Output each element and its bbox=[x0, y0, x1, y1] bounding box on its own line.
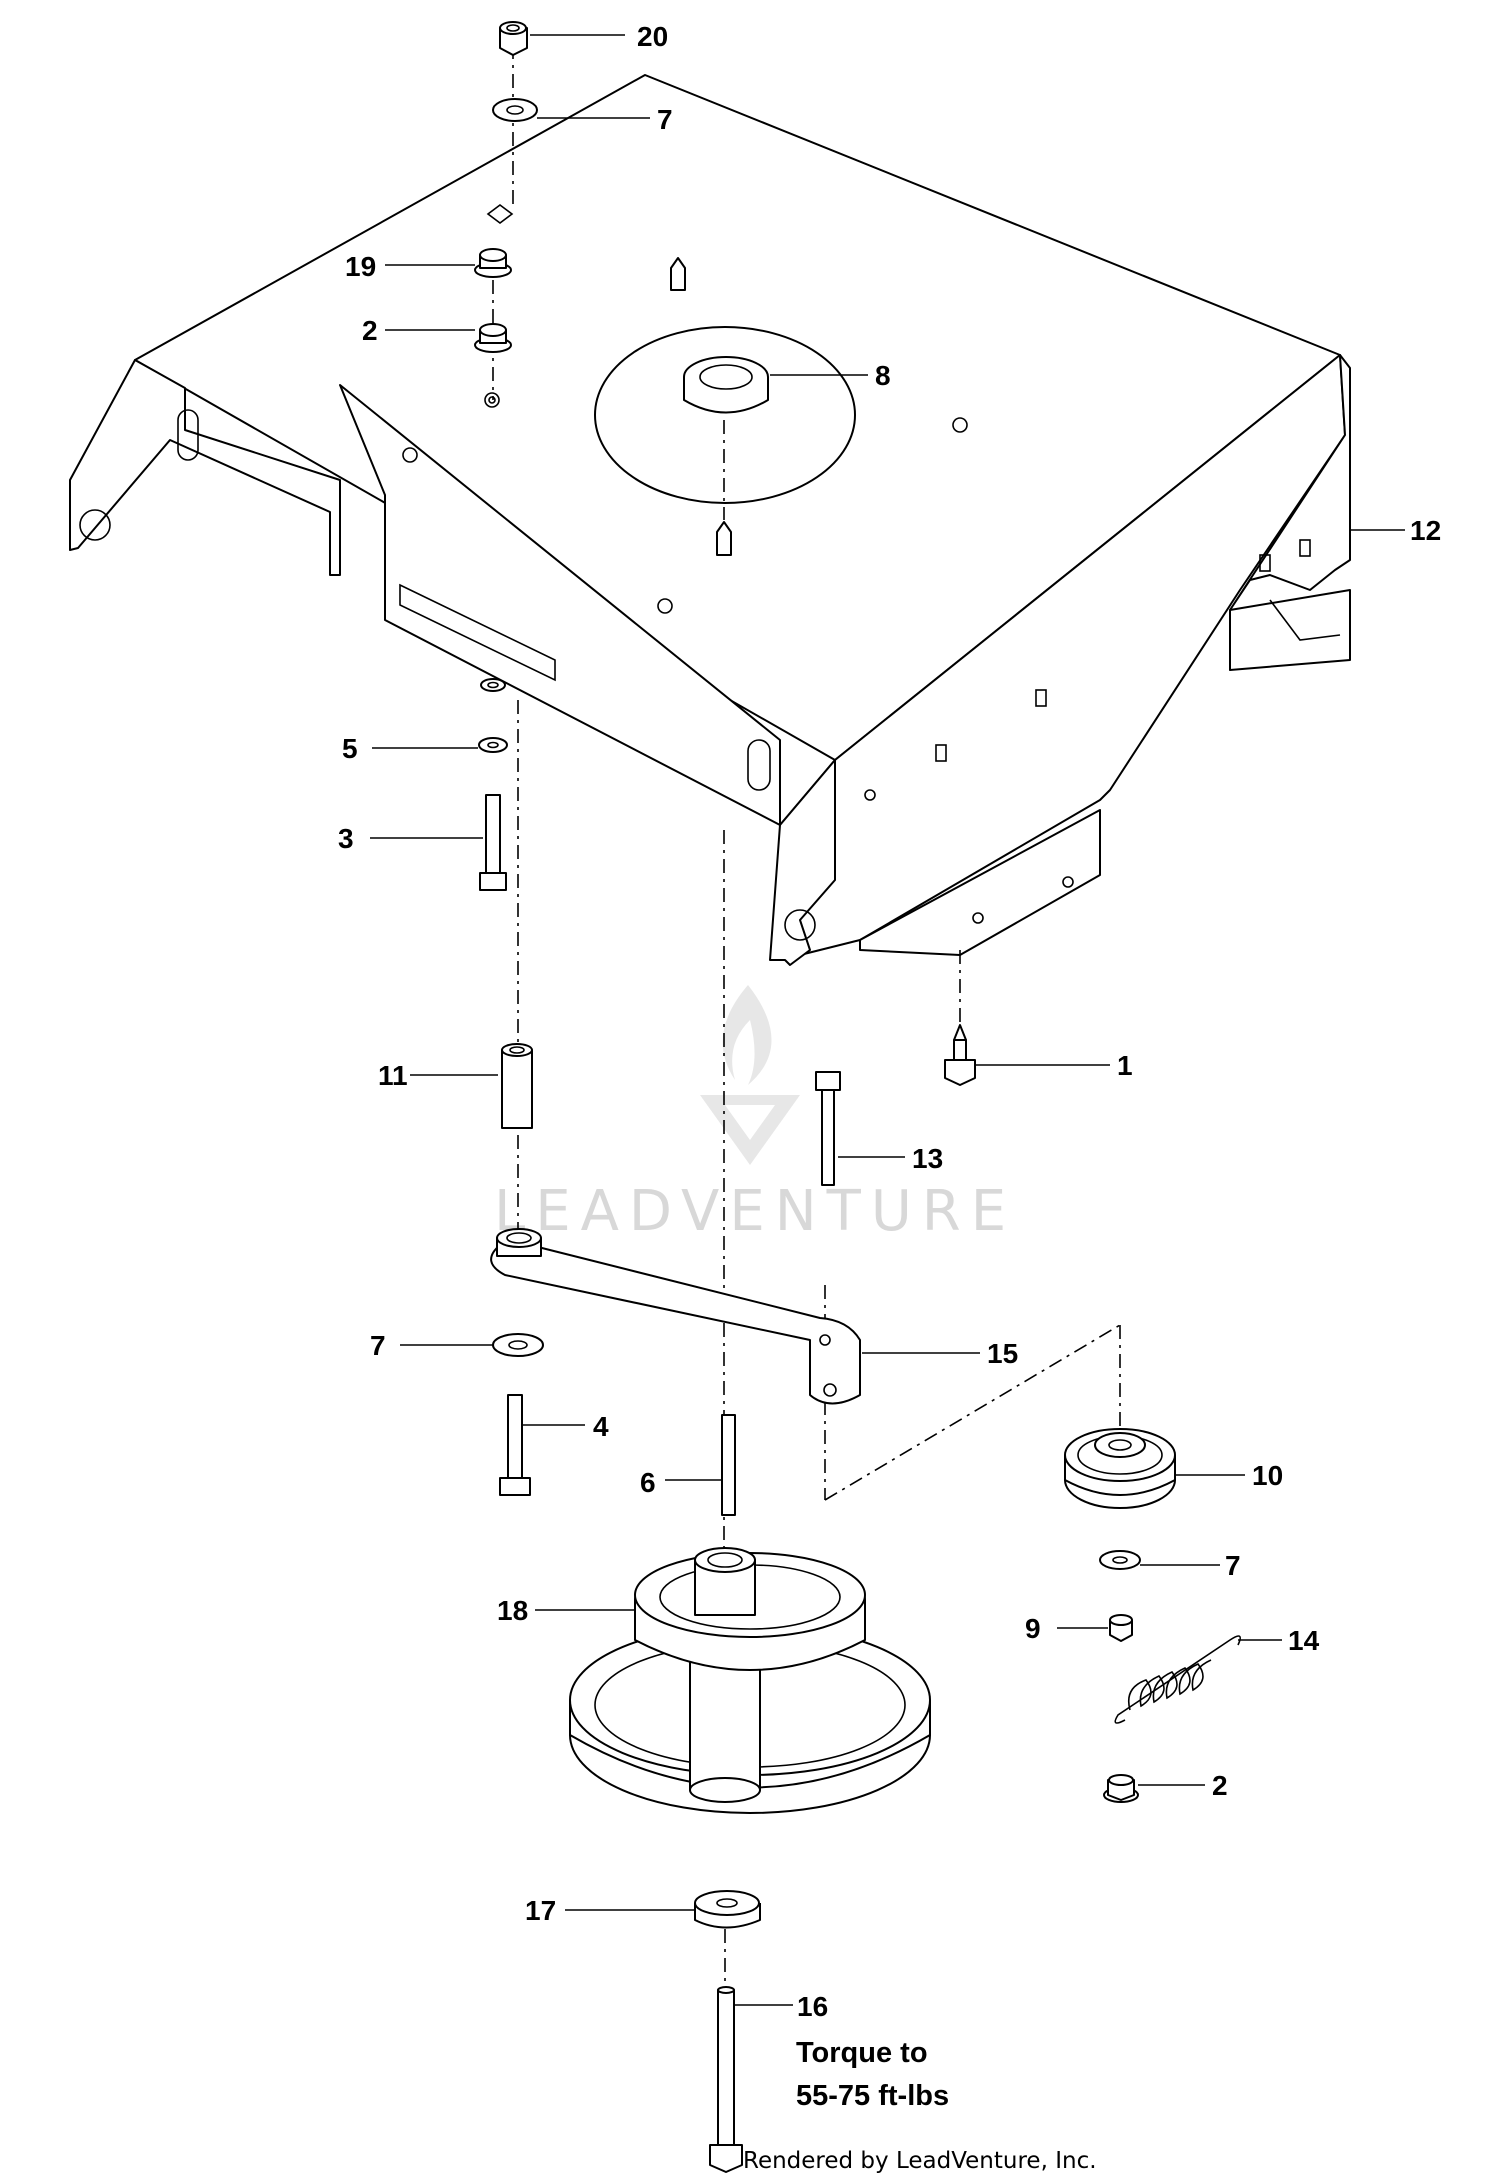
spring-part-14 bbox=[1114, 1635, 1241, 1724]
washer-part-7-lower bbox=[1099, 1550, 1141, 1570]
callout-20: 20 bbox=[637, 21, 668, 52]
stud-part-1 bbox=[944, 1024, 976, 1086]
callout-17: 17 bbox=[525, 1895, 556, 1926]
washer-part-5 bbox=[478, 678, 508, 753]
callout-7-lower: 7 bbox=[1225, 1550, 1241, 1581]
washer-part-7-top bbox=[492, 98, 538, 122]
nut-part-2-bottom bbox=[1103, 1774, 1139, 1803]
chassis-plate-part-12 bbox=[69, 74, 1351, 966]
callout-8: 8 bbox=[875, 360, 891, 391]
pulley-part-18 bbox=[569, 1547, 931, 1814]
nut-part-2-top bbox=[474, 323, 512, 353]
idler-arm-part-15 bbox=[490, 1228, 861, 1405]
callout-7-top: 7 bbox=[657, 104, 673, 135]
bolt-part-4 bbox=[499, 1394, 531, 1496]
callout-4: 4 bbox=[593, 1411, 609, 1442]
key-part-6 bbox=[721, 1414, 736, 1516]
callout-10: 10 bbox=[1252, 1460, 1283, 1491]
callout-13: 13 bbox=[912, 1143, 943, 1174]
callout-2-top: 2 bbox=[362, 315, 378, 346]
callout-3: 3 bbox=[338, 823, 354, 854]
collar-part-17 bbox=[694, 1890, 761, 1929]
leadventure-logo-watermark bbox=[700, 985, 800, 1165]
callout-16: 16 bbox=[797, 1991, 828, 2022]
callout-12: 12 bbox=[1410, 515, 1441, 546]
idler-pulley-part-10 bbox=[1064, 1428, 1176, 1509]
callout-7-middle: 7 bbox=[370, 1330, 386, 1361]
flange-nut-part-19 bbox=[474, 248, 512, 278]
callout-18: 18 bbox=[497, 1595, 528, 1626]
callout-14: 14 bbox=[1288, 1625, 1320, 1656]
callout-1: 1 bbox=[1117, 1050, 1133, 1081]
washer-part-7-middle bbox=[492, 1333, 544, 1357]
callout-15: 15 bbox=[987, 1338, 1018, 1369]
spacer-part-11 bbox=[501, 1043, 533, 1129]
torque-note-line-2: 55-75 ft-lbs bbox=[796, 2080, 949, 2112]
torque-note-line-1: Torque to bbox=[796, 2037, 928, 2069]
bolt-part-13 bbox=[815, 1071, 841, 1186]
nut-part-20 bbox=[499, 21, 528, 56]
bolt-part-16 bbox=[709, 1986, 743, 2173]
watermark-text: LEADVENTURE bbox=[494, 1179, 1016, 1244]
callout-19: 19 bbox=[345, 251, 376, 282]
nut-part-9 bbox=[1109, 1614, 1133, 1642]
callout-leader-lines bbox=[370, 34, 1405, 2006]
callout-2-bottom: 2 bbox=[1212, 1770, 1228, 1801]
callout-11: 11 bbox=[378, 1060, 408, 1091]
callout-labels: 20 7 19 2 8 12 5 3 11 1 13 7 15 4 6 10 7… bbox=[338, 21, 1441, 2022]
callout-9: 9 bbox=[1025, 1613, 1041, 1644]
callout-6: 6 bbox=[640, 1467, 656, 1498]
callout-5: 5 bbox=[342, 733, 358, 764]
rendered-by-credit: Rendered by LeadVenture, Inc. bbox=[743, 2148, 1097, 2174]
bolt-part-3 bbox=[479, 794, 507, 891]
